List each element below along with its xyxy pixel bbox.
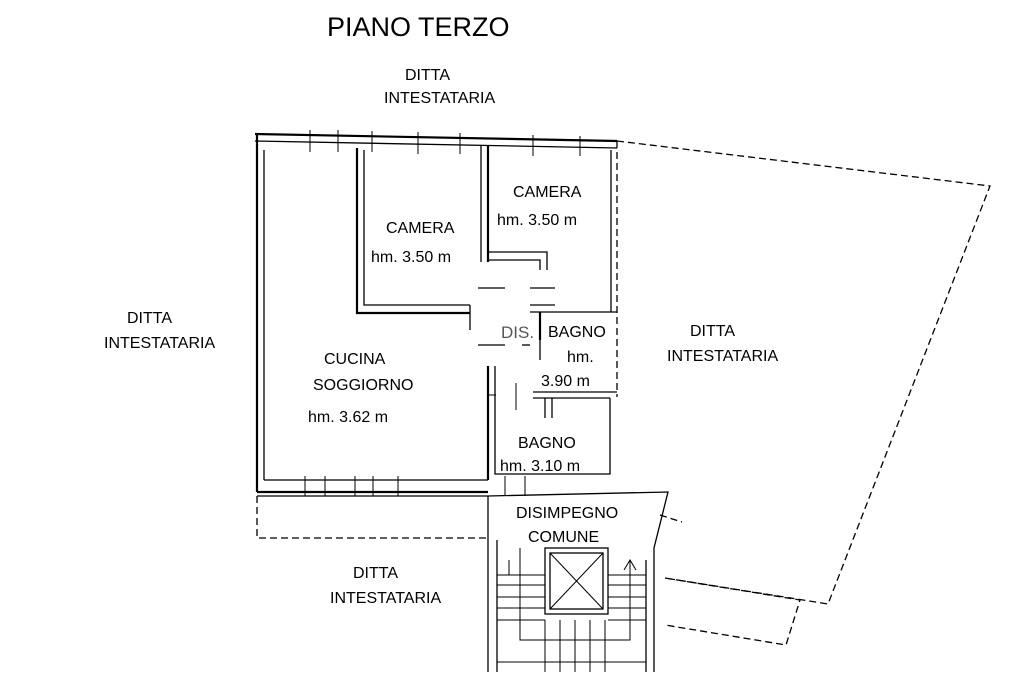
neighbor-label-top: DITTA INTESTATARIA: [384, 67, 495, 107]
room-bagno-lower-height: hm. 3.10 m: [500, 458, 580, 475]
room-disimpegno-name-line2: COMUNE: [528, 529, 599, 546]
room-dis-name: DIS.: [501, 323, 534, 342]
neighbor-left-line2: INTESTATARIA: [104, 335, 215, 352]
neighbor-label-left: DITTA INTESTATARIA: [104, 310, 215, 352]
room-bagno-lower: BAGNO hm. 3.10 m: [500, 435, 580, 475]
neighbor-top-line1: DITTA: [405, 67, 450, 84]
neighbor-label-right: DITTA INTESTATARIA: [667, 323, 778, 365]
room-bagno-upper-name: BAGNO: [548, 324, 606, 341]
common-stairwell: [487, 491, 683, 672]
elevator-shaft: [544, 547, 609, 615]
room-cucina-name-line2: SOGGIORNO: [313, 377, 413, 394]
neighbor-right-line1: DITTA: [690, 323, 735, 340]
room-camera-left-name: CAMERA: [386, 220, 455, 237]
neighbor-right-line2: INTESTATARIA: [667, 348, 778, 365]
room-camera-right-height: hm. 3.50 m: [497, 212, 577, 229]
terrace-strip: [256, 495, 488, 539]
room-cucina-name-line1: CUCINA: [324, 351, 386, 368]
room-bagno-upper-height-line2: 3.90 m: [541, 373, 590, 390]
neighbor-bottom-line1: DITTA: [353, 565, 398, 582]
room-disimpegno-name-line1: DISIMPEGNO: [516, 505, 618, 522]
right-property-outline: [616, 140, 991, 646]
room-camera-left-height: hm. 3.50 m: [371, 249, 451, 266]
room-camera-right: CAMERA hm. 3.50 m: [497, 184, 582, 229]
neighbor-left-line1: DITTA: [127, 310, 172, 327]
window-marks: [304, 130, 581, 496]
room-camera-right-name: CAMERA: [513, 184, 582, 201]
interior-walls: [355, 146, 617, 480]
plan-title: PIANO TERZO: [327, 12, 510, 42]
neighbor-bottom-line2: INTESTATARIA: [330, 590, 441, 607]
room-bagno-upper: BAGNO hm. 3.90 m: [541, 322, 616, 390]
neighbor-label-bottom: DITTA INTESTATARIA: [330, 565, 441, 607]
room-cucina-soggiorno: CUCINA SOGGIORNO hm. 3.62 m: [308, 351, 413, 426]
room-bagno-upper-height-line1: hm.: [567, 349, 594, 366]
room-disimpegno-comune: DISIMPEGNO COMUNE: [516, 505, 618, 546]
room-camera-left: CAMERA hm. 3.50 m: [371, 220, 455, 266]
neighbor-top-line2: INTESTATARIA: [384, 90, 495, 107]
room-bagno-lower-name: BAGNO: [518, 435, 576, 452]
room-cucina-height: hm. 3.62 m: [308, 409, 388, 426]
